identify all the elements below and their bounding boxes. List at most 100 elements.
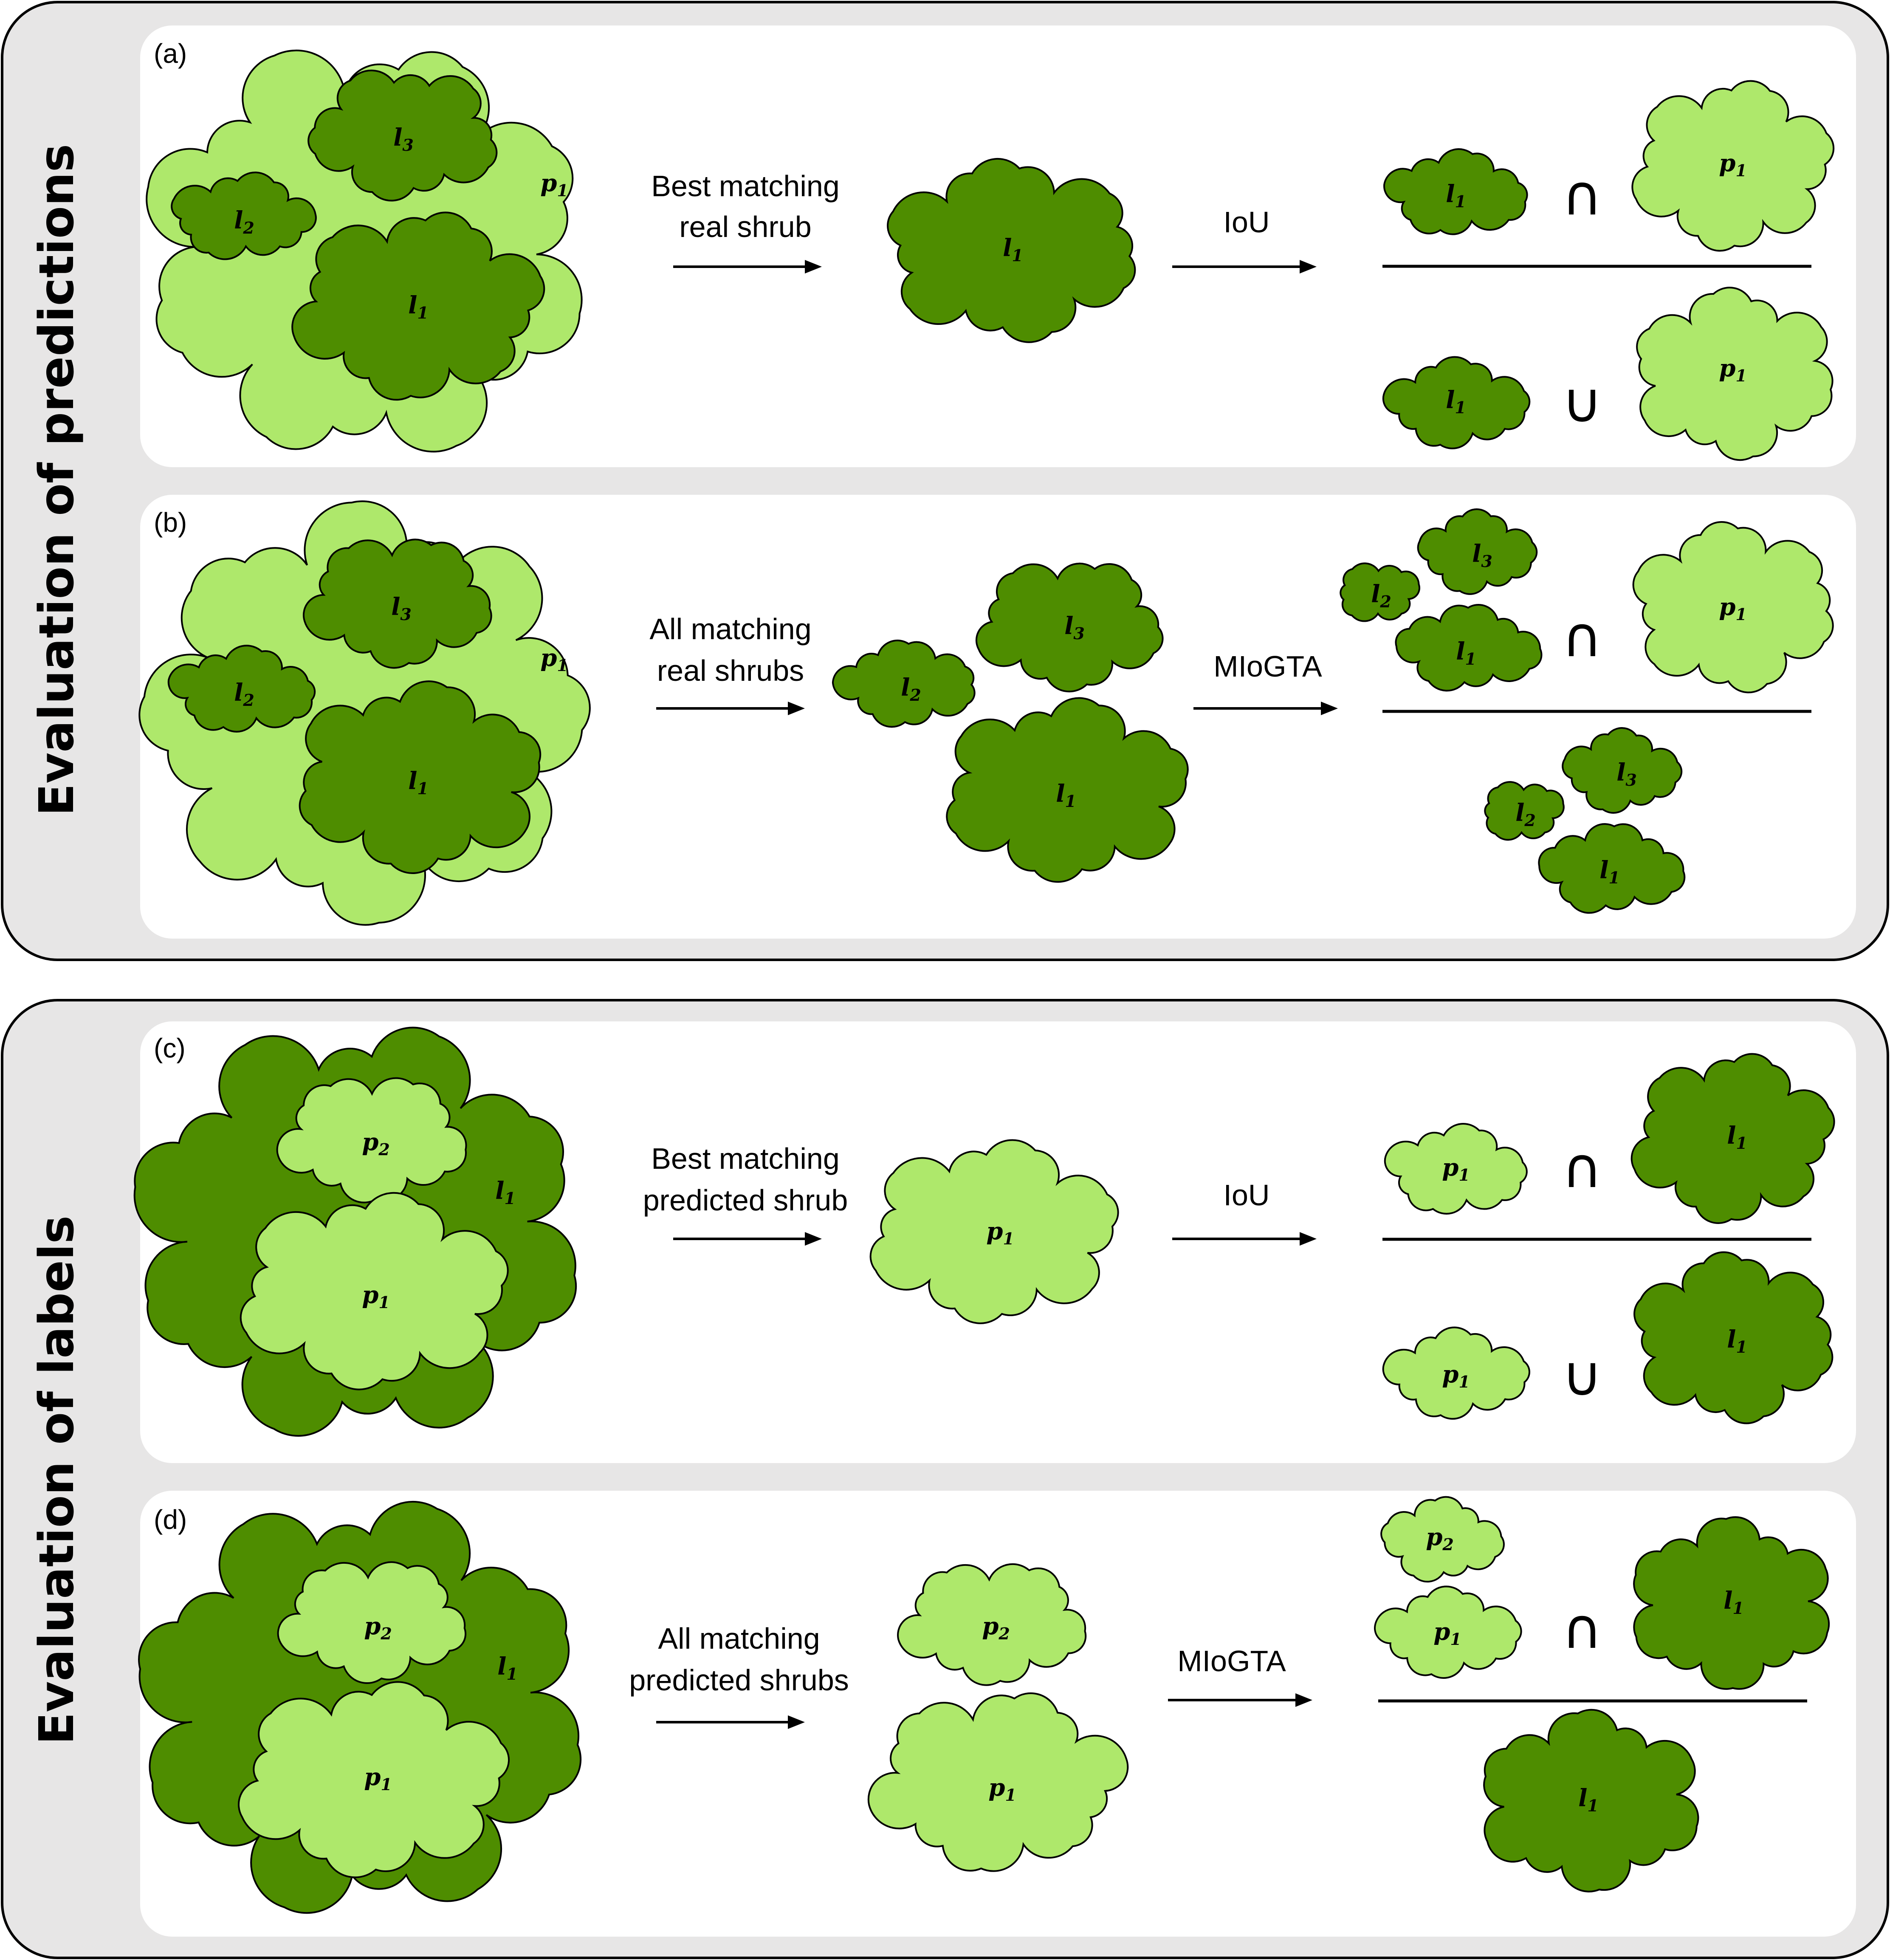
- panel-b-real-l3-shape: [302, 539, 492, 669]
- panel-c-den-p1-shape: [1382, 1326, 1530, 1420]
- panel-a-real-l1-label: l1: [408, 291, 429, 322]
- panel-b-num-l1-label: l1: [1456, 637, 1476, 668]
- panel-d-num-p2-label: p2: [1426, 1523, 1454, 1554]
- panel-b-mid-l1-label: l1: [1056, 780, 1076, 811]
- panel-b-real-l2: l2: [167, 645, 316, 733]
- panel-b-real-l2-label: l2: [234, 679, 254, 710]
- panel-d-num-p1: p1: [1374, 1585, 1522, 1679]
- panel-a-pred-p1-label: p1: [540, 169, 568, 200]
- panel-c-den-l1: l1: [1633, 1251, 1834, 1424]
- panel-d-pred-p2-label: p2: [364, 1612, 392, 1643]
- panel-b-real-l3: l3: [302, 539, 492, 669]
- panel-b-num-l1: l1: [1395, 604, 1543, 692]
- panel-d-den-l1-label: l1: [1578, 1784, 1599, 1815]
- panel-b-num-p1-shape: [1632, 521, 1834, 694]
- panel-c-den-l1-label: l1: [1727, 1325, 1747, 1356]
- panel-d-real-l1-label: l1: [497, 1653, 518, 1684]
- panel-a-den-l1-shape: [1382, 356, 1531, 449]
- panel-b-num-l2-shape: [1340, 562, 1421, 622]
- panel-label-d: (d): [154, 1504, 187, 1535]
- shrub-layer: p1l3l2l1l1l1p1l1p1p1l3l2l1l3l2l1l3l2l1p1…: [133, 49, 1835, 1914]
- panel-c-real-l1-label: l1: [495, 1177, 516, 1208]
- panel-c-mid-p1-shape: [869, 1139, 1119, 1324]
- panel-d-arrow1-line1: All matching: [658, 1622, 820, 1655]
- panel-b-den-l2: l2: [1484, 781, 1565, 841]
- panel-c-arrow1: [673, 1232, 822, 1246]
- panel-a-den-p1-shape: [1636, 287, 1834, 461]
- panel-a-den-p1-label: p1: [1719, 354, 1747, 385]
- panel-d-arrow2: [1168, 1693, 1312, 1707]
- panel-d-num-l1: l1: [1633, 1516, 1830, 1690]
- panel-a-arrow1: [673, 260, 822, 274]
- panel-d-pred-p1-label: p1: [364, 1763, 392, 1794]
- panel-b-num-l3: l3: [1417, 508, 1538, 595]
- panel-c-pred-p2-shape: [276, 1077, 467, 1204]
- panel-a-real-l3: l3: [307, 69, 498, 202]
- panel-a-arrow1-line2: real shrub: [679, 210, 811, 243]
- panel-d-num-p2-shape: [1380, 1496, 1505, 1583]
- panel-b-intersection-symbol: ∩: [1562, 605, 1602, 669]
- panel-b-mid-l3-label: l3: [1064, 612, 1085, 643]
- panel-b-num-l2: l2: [1340, 562, 1421, 622]
- panel-b-box: [140, 495, 1856, 939]
- panel-b-arrow1-line2: real shrubs: [657, 654, 804, 687]
- panel-b-mid-l2-label: l2: [901, 674, 921, 705]
- panel-a-mid-l1-label: l1: [1003, 234, 1023, 265]
- panel-a-num-l1-label: l1: [1446, 180, 1466, 211]
- panel-a-den-l1-label: l1: [1446, 386, 1466, 417]
- panel-a-real-l1-shape: [291, 212, 545, 401]
- panel-b-den-l2-label: l2: [1515, 799, 1536, 830]
- panel-label-a: (a): [154, 38, 187, 69]
- panel-d-num-l1-label: l1: [1724, 1587, 1744, 1618]
- panel-b-arrow2-line1: MIoGTA: [1213, 650, 1322, 683]
- panel-a-num-p1-label: p1: [1719, 149, 1747, 180]
- panel-c-pred-p1-label: p1: [362, 1281, 390, 1312]
- panel-c-num-l1-shape: [1630, 1053, 1835, 1224]
- panel-b-mid-l2-shape: [832, 640, 976, 728]
- panel-d-arrow2-line1: MIoGTA: [1177, 1644, 1286, 1678]
- panel-d-mid-p1-label: p1: [988, 1774, 1016, 1805]
- section-title-labels: Evaluation of labels: [29, 1215, 85, 1745]
- panel-c-pred-p1-shape: [240, 1192, 509, 1390]
- panel-a-arrow2-line1: IoU: [1224, 206, 1270, 239]
- panel-b-real-l1: l1: [299, 680, 542, 874]
- panel-a-mid-l1-shape: [887, 158, 1136, 343]
- panel-b-mid-l3-shape: [975, 562, 1164, 693]
- panel-b-den-l3-shape: [1562, 727, 1683, 814]
- panel-b-pred-p1-label: p1: [540, 644, 568, 675]
- panel-c-arrow2-line1: IoU: [1224, 1179, 1270, 1212]
- panel-b-arrow2: [1193, 702, 1338, 715]
- panel-c-mid-p1: p1: [869, 1139, 1119, 1324]
- panel-b-num-l3-shape: [1417, 508, 1538, 595]
- panel-a-num-p1: p1: [1631, 80, 1835, 252]
- panel-d-mid-p2-label: p2: [982, 1612, 1010, 1643]
- panel-b-arrow1: [656, 702, 805, 715]
- panel-d-pred-p1-shape: [237, 1681, 510, 1878]
- panel-c-num-p1-label: p1: [1442, 1153, 1470, 1184]
- panel-b-den-l1: l1: [1538, 823, 1686, 914]
- panel-b-num-l3-label: l3: [1472, 540, 1492, 571]
- panel-label-b: (b): [154, 507, 187, 538]
- panel-b-den-l3-label: l3: [1616, 759, 1637, 790]
- panel-a-real-l2-shape: [171, 171, 317, 260]
- panel-b-real-l1-label: l1: [408, 767, 429, 798]
- panel-c-den-p1: p1: [1382, 1326, 1530, 1420]
- panel-c-arrow1-line2: predicted shrub: [643, 1184, 848, 1217]
- panel-d-intersection-symbol: ∩: [1562, 1596, 1602, 1661]
- panel-d-mid-p2: p2: [897, 1563, 1087, 1686]
- panel-b-den-l3: l3: [1562, 727, 1683, 814]
- panel-b-den-l1-shape: [1538, 823, 1686, 914]
- panel-a-num-l1-shape: [1383, 148, 1528, 235]
- panel-b-num-p1-label: p1: [1719, 593, 1747, 624]
- panel-d-num-p1-shape: [1374, 1585, 1522, 1679]
- panel-d-arrow1-line2: predicted shrubs: [629, 1664, 849, 1697]
- panel-a-real-l3-shape: [307, 69, 498, 202]
- panel-b-num-l2-label: l2: [1371, 580, 1391, 611]
- panel-a-real-l2: l2: [171, 171, 317, 260]
- panel-b-real-l2-shape: [167, 645, 316, 733]
- panel-c-num-p1-shape: [1384, 1123, 1528, 1215]
- panel-c-pred-p2-label: p2: [362, 1128, 390, 1159]
- panel-b-mid-l2: l2: [832, 640, 976, 728]
- panel-c-den-l1-shape: [1633, 1251, 1834, 1424]
